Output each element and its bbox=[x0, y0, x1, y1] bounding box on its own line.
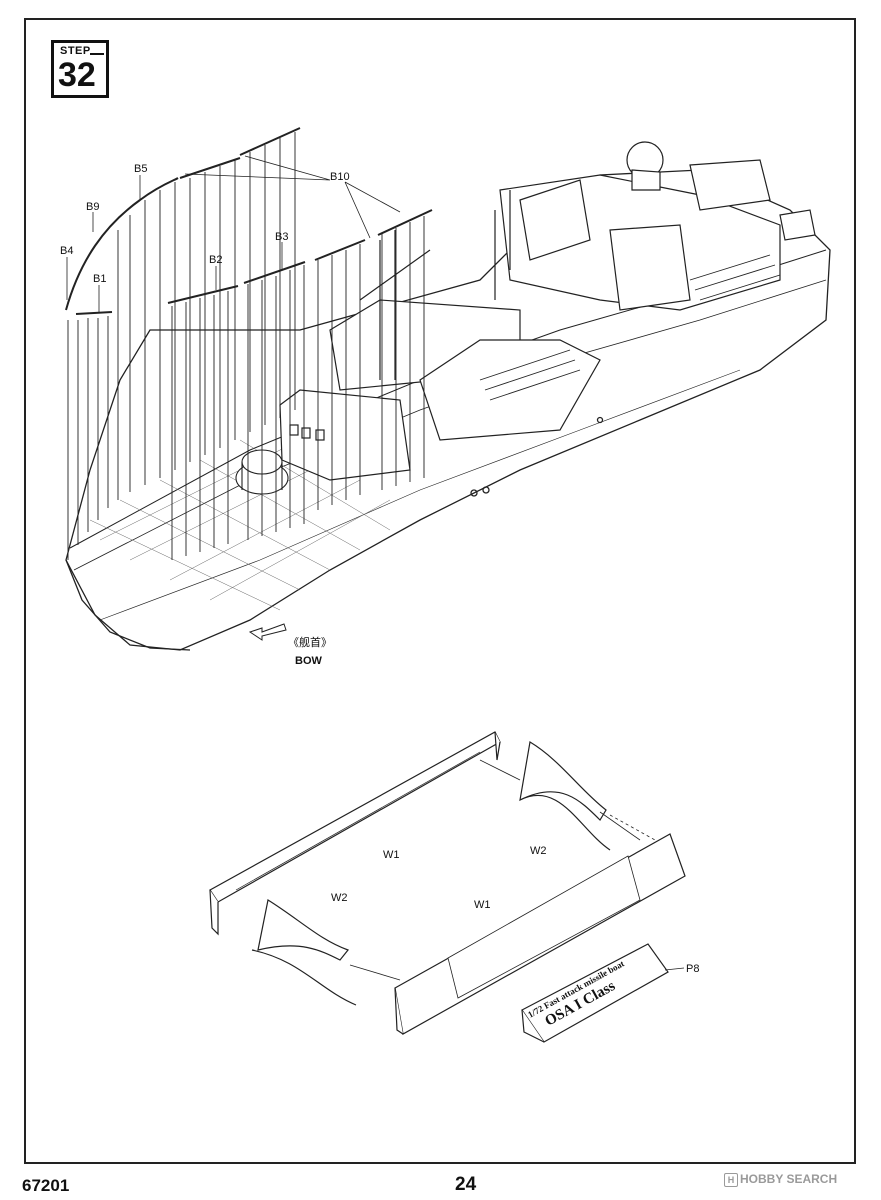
p8-leader bbox=[664, 967, 685, 971]
label-w1-front: W1 bbox=[474, 899, 491, 911]
display-stand bbox=[209, 731, 686, 1043]
label-w2-right: W2 bbox=[530, 845, 547, 857]
page-number: 24 bbox=[455, 1174, 477, 1195]
label-bow-en: BOW bbox=[295, 655, 323, 667]
label-b1: B1 bbox=[93, 273, 106, 285]
bow-arrow-icon bbox=[248, 623, 287, 641]
label-w2-left: W2 bbox=[331, 892, 348, 904]
label-w1-back: W1 bbox=[383, 849, 400, 861]
page-border bbox=[24, 18, 856, 1164]
step-word: STEP bbox=[60, 45, 91, 57]
label-b3: B3 bbox=[275, 231, 288, 243]
railings bbox=[65, 127, 433, 560]
label-b5: B5 bbox=[134, 163, 147, 175]
label-b4: B4 bbox=[60, 245, 73, 257]
masts bbox=[359, 190, 511, 380]
hobby-search-logo-icon: H bbox=[724, 1172, 738, 1187]
label-b9: B9 bbox=[86, 201, 99, 213]
step-number: 32 bbox=[58, 56, 96, 94]
step-badge: STEP 32 bbox=[51, 40, 109, 98]
label-b2: B2 bbox=[209, 254, 222, 266]
label-p8: P8 bbox=[686, 963, 699, 975]
stand-w2-right bbox=[519, 741, 607, 821]
stand-w2-left bbox=[257, 899, 349, 961]
model-number: 67201 bbox=[22, 1176, 70, 1195]
leader-lines bbox=[66, 155, 401, 312]
label-bow-cn: 《舰首》 bbox=[288, 635, 332, 649]
missile-launchers bbox=[479, 254, 781, 401]
ship-silhouette-icon bbox=[90, 49, 104, 55]
stand-w1-back bbox=[209, 731, 501, 903]
label-b10: B10 bbox=[330, 171, 350, 183]
radar-dome bbox=[626, 141, 816, 241]
assembly-arrows bbox=[349, 759, 656, 981]
watermark-text: HOBBY SEARCH bbox=[740, 1172, 838, 1186]
